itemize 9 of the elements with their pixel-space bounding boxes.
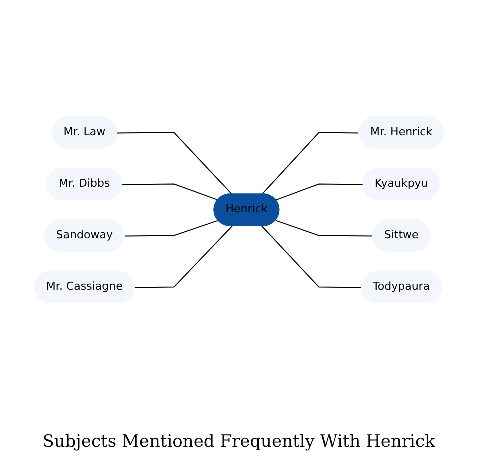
- connector: [124, 220, 218, 237]
- connector: [116, 132, 232, 196]
- connector: [134, 226, 232, 288]
- connector: [260, 132, 360, 196]
- connector: [274, 184, 364, 201]
- caption: Subjects Mentioned Frequently With Henrick: [42, 432, 436, 452]
- connector: [274, 220, 374, 237]
- connector: [121, 184, 218, 201]
- connector: [260, 226, 362, 288]
